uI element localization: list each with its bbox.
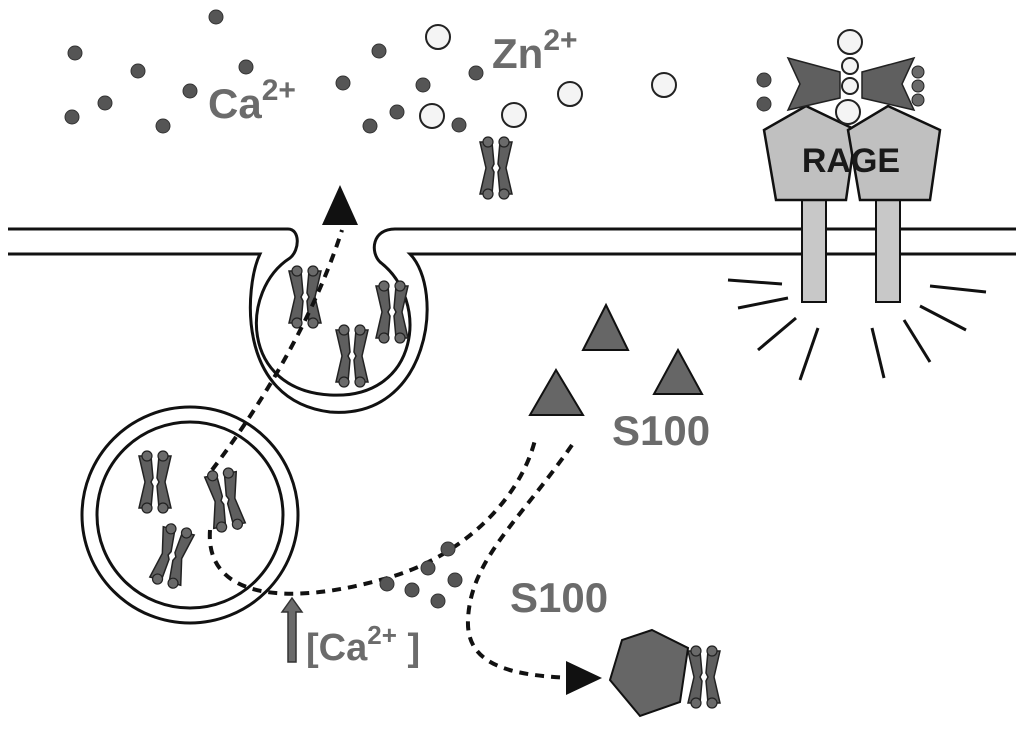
target-protein xyxy=(608,628,690,718)
s100-upper-label: S100 xyxy=(612,407,710,454)
s100-to-target-path xyxy=(465,443,576,680)
invagination-channel-2 xyxy=(375,280,409,344)
calcium-release-path xyxy=(207,439,537,596)
rage-receptor: RAGE xyxy=(762,104,942,303)
exocytosis-arrowhead xyxy=(322,185,358,225)
target-channel xyxy=(687,645,721,709)
up-arrow-icon xyxy=(280,596,304,663)
intracellular-calcium-ions xyxy=(379,541,463,609)
zinc-label: Zn2+ xyxy=(492,24,578,77)
signaling-rays xyxy=(727,278,987,381)
s100-proteins xyxy=(528,302,704,416)
vesicle-channel-3 xyxy=(147,521,197,591)
calcium-label: Ca2+ xyxy=(208,74,296,127)
rage-ligand-complex xyxy=(786,29,925,125)
vesicle-channel-2 xyxy=(203,465,247,535)
calcium-increase-indicator: [Ca2+ ] xyxy=(280,596,420,669)
s100-lower-label: S100 xyxy=(510,574,608,621)
rage-label: RAGE xyxy=(802,142,900,180)
vesicle-channel-1 xyxy=(138,450,172,514)
target-arrowhead xyxy=(566,661,602,695)
intracellular-calcium-label: [Ca2+ ] xyxy=(306,620,420,669)
exocytosis-arrow xyxy=(210,229,344,472)
plasma-membrane xyxy=(8,227,1016,414)
intracellular-vesicle xyxy=(80,405,300,625)
extracellular-calcium-ions xyxy=(64,9,772,134)
zinc-ions xyxy=(419,24,677,129)
extracellular-channel xyxy=(479,136,513,200)
invagination-channel-3 xyxy=(335,324,369,388)
